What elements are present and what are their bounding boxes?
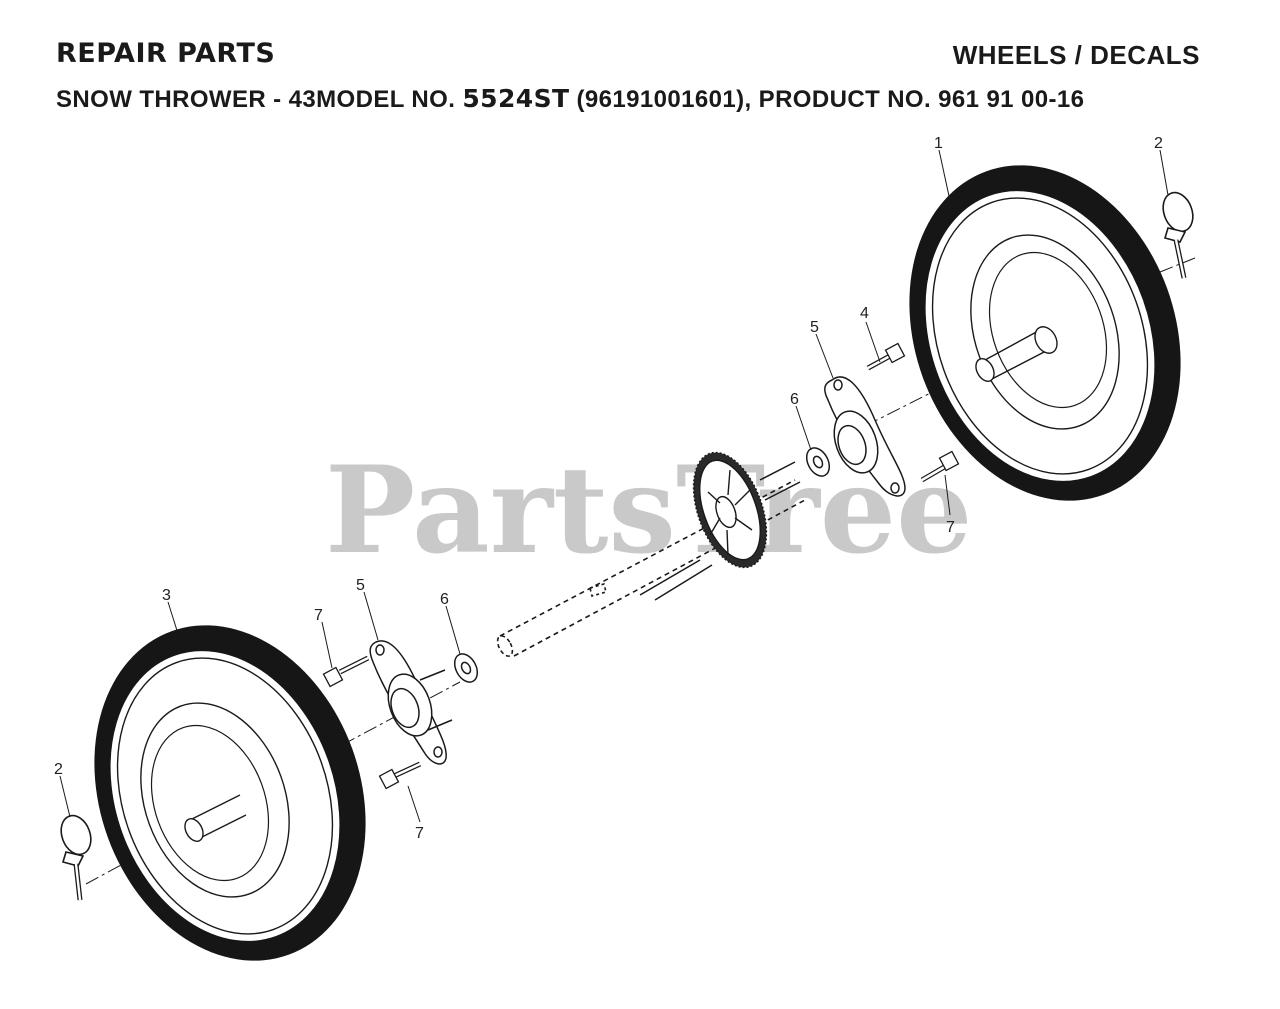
- callout-bolt-right-lower: 7: [946, 519, 955, 536]
- bolt-right-lower: [920, 450, 960, 483]
- model-line: SNOW THROWER - 43MODEL NO. 5524ST (96191…: [56, 84, 1084, 114]
- bracket-right: [824, 376, 906, 497]
- bolt-left-lower: [378, 761, 422, 790]
- model-prefix: SNOW THROWER - 43MODEL NO.: [56, 86, 456, 113]
- callout-washer-right: 6: [790, 391, 799, 408]
- callout-bracket-right: 5: [810, 319, 819, 336]
- washer-left: [453, 653, 479, 683]
- section-title: REPAIR PARTS: [56, 38, 276, 69]
- hitch-pin-left: [60, 814, 92, 901]
- callout-wheel-right: 1: [934, 135, 943, 152]
- callout-washer-left: 6: [440, 591, 449, 608]
- wheel-right: [909, 165, 1181, 501]
- washer-right: [805, 447, 831, 477]
- hitch-pin-right: [1162, 191, 1194, 279]
- model-number: 5524ST: [462, 84, 570, 113]
- bolt-left-upper: [322, 655, 370, 688]
- axle-gear: [639, 451, 801, 601]
- callout-bolt-left-lower: 7: [415, 825, 424, 842]
- callout-bolt-top: 4: [860, 305, 869, 322]
- model-suffix: (96191001601), PRODUCT NO. 961 91 00-16: [576, 86, 1085, 113]
- leader-lines: [59, 149, 1169, 823]
- callout-pin-right: 2: [1154, 135, 1163, 152]
- wheel-left: [94, 625, 366, 961]
- callout-pin-left: 2: [54, 761, 63, 778]
- callout-wheel-left: 3: [162, 587, 171, 604]
- page-category: WHEELS / DECALS: [952, 40, 1200, 70]
- bracket-left: [369, 640, 453, 765]
- callout-bracket-left: 5: [356, 577, 365, 594]
- callout-bolt-left-upper: 7: [314, 607, 323, 624]
- bolt-top: [866, 342, 906, 371]
- axle: [496, 479, 806, 657]
